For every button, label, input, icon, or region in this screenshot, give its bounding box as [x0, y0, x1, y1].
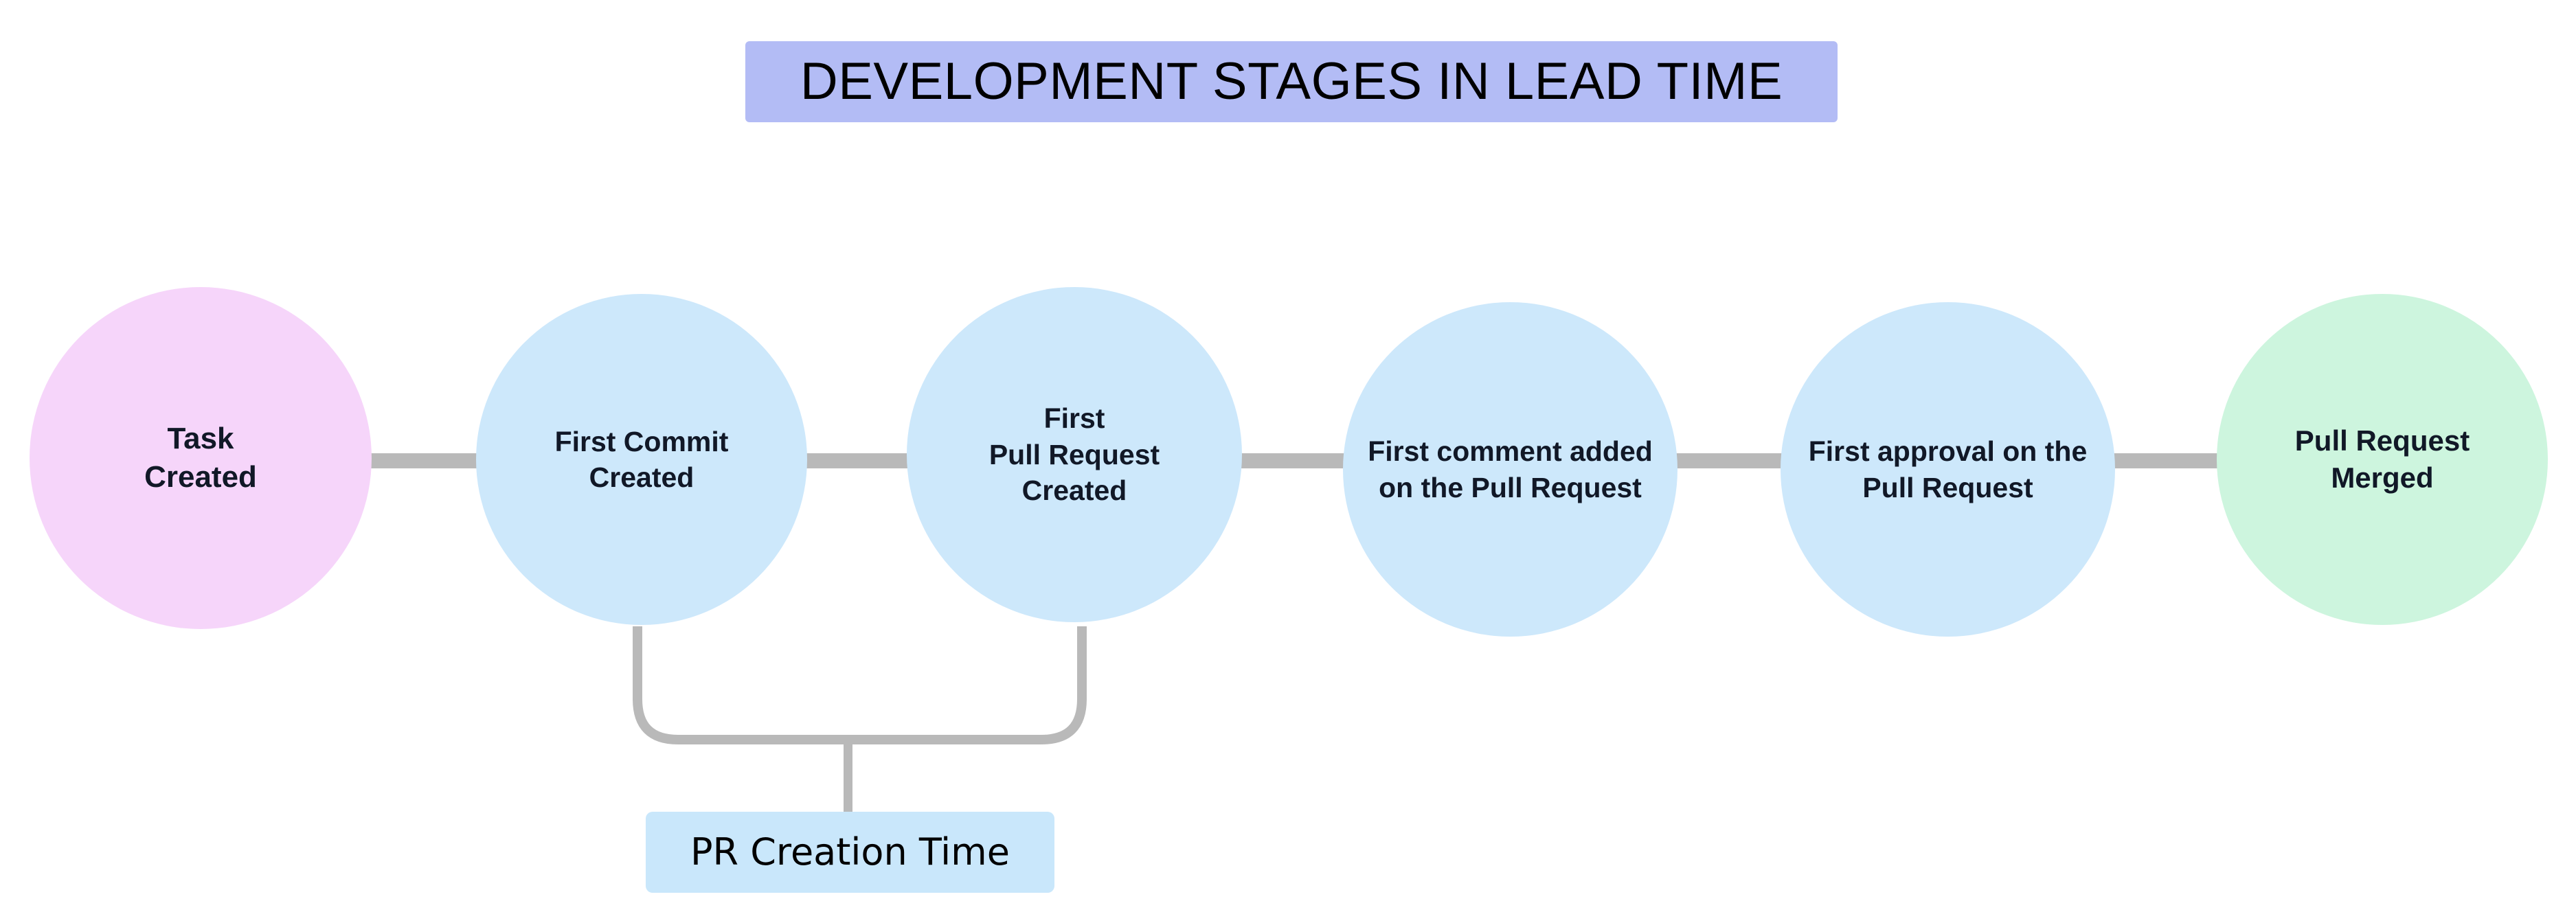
- node-first-approval[interactable]: First approval on the Pull Request: [1781, 302, 2115, 637]
- annotation-bracket-pr-creation-time: [633, 626, 1087, 744]
- node-pull-request-merged-label: Pull Request Merged: [2294, 424, 2470, 494]
- annotation-label-pr-creation-time: PR Creation Time: [690, 830, 1010, 874]
- node-first-approval-label: First approval on the Pull Request: [1808, 435, 2088, 503]
- edge-first-approval-to-pull-request-merged: [2104, 453, 2226, 468]
- edge-first-commit-to-first-pull-request: [797, 453, 917, 468]
- node-first-pull-request[interactable]: First Pull Request Created: [907, 287, 1242, 622]
- diagram-title-banner: DEVELOPMENT STAGES IN LEAD TIME: [745, 41, 1838, 122]
- page-title: DEVELOPMENT STAGES IN LEAD TIME: [800, 52, 1783, 111]
- node-first-comment-label: First comment added on the Pull Request: [1368, 435, 1653, 503]
- node-first-pull-request-label: First Pull Request Created: [988, 402, 1160, 507]
- node-task-created-label: Task Created: [144, 421, 257, 494]
- node-pull-request-merged[interactable]: Pull Request Merged: [2217, 294, 2548, 625]
- edge-first-comment-to-first-approval: [1668, 453, 1790, 468]
- node-task-created[interactable]: Task Created: [30, 287, 372, 629]
- node-first-comment[interactable]: First comment added on the Pull Request: [1343, 302, 1677, 637]
- edge-first-pull-request-to-first-comment: [1232, 453, 1353, 468]
- annotation-box-pr-creation-time: PR Creation Time: [646, 812, 1054, 893]
- node-first-commit[interactable]: First Commit Created: [476, 294, 807, 625]
- annotation-stem-pr-creation-time: [844, 740, 852, 817]
- edge-task-created-to-first-commit: [363, 453, 486, 468]
- node-first-commit-label: First Commit Created: [554, 425, 729, 493]
